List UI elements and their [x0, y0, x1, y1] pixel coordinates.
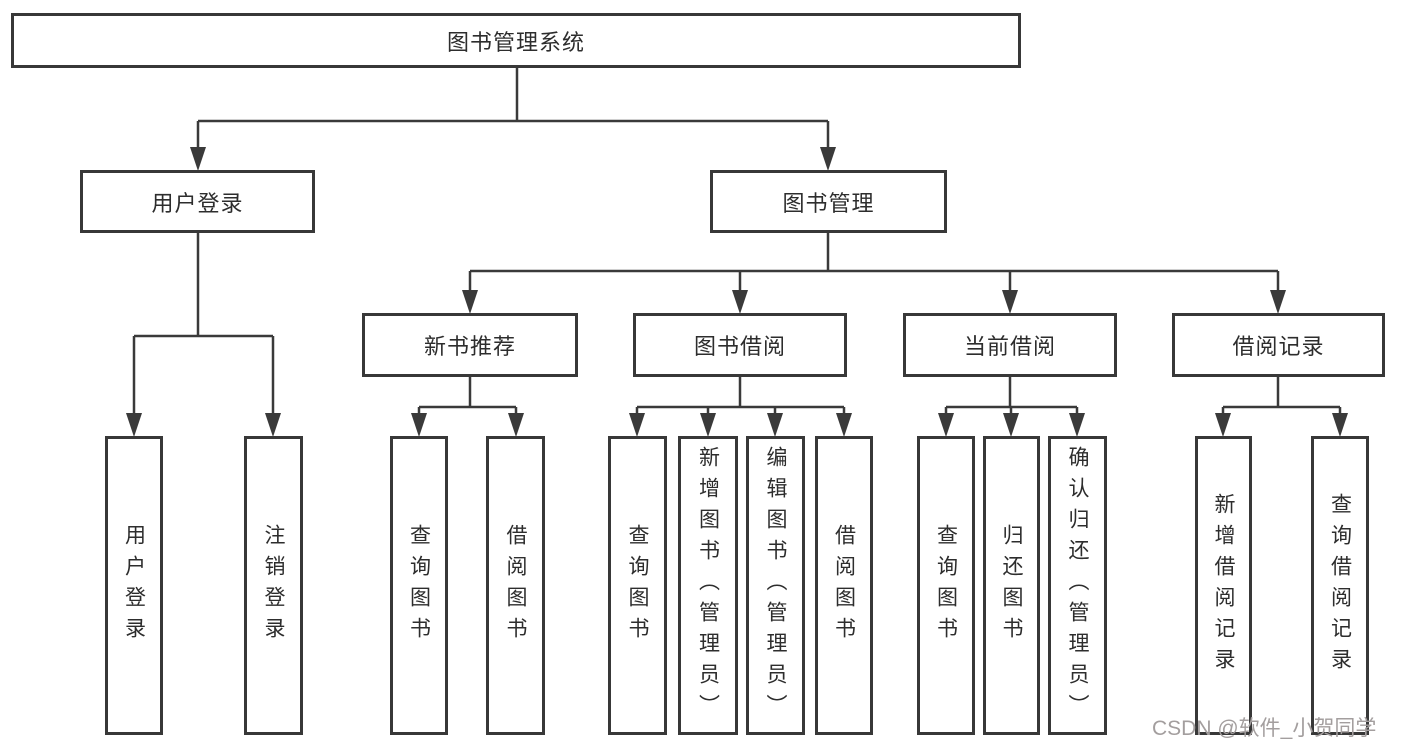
node-query-books-borrowing: 查询图书 [608, 436, 667, 735]
connector-lines [132, 68, 1342, 416]
node-query-books-current: 查询图书 [917, 436, 975, 735]
node-label: 注销登录 [262, 523, 285, 648]
node-new-book-recommendation: 新书推荐 [362, 313, 578, 377]
node-label: 借阅图书 [832, 523, 856, 648]
node-borrow-books-borrowing: 借阅图书 [815, 436, 873, 735]
node-query-books-recommend: 查询图书 [390, 436, 448, 735]
node-edit-book-admin: 编辑图书（管理员） [746, 436, 805, 735]
node-query-borrow-record: 查询借阅记录 [1311, 436, 1369, 735]
node-add-borrow-record: 新增借阅记录 [1195, 436, 1252, 735]
node-label: 编辑图书（管理员） [764, 446, 787, 725]
node-label: 查询图书 [626, 523, 649, 648]
node-book-management: 图书管理 [710, 170, 947, 233]
node-label: 新增图书（管理员） [696, 446, 720, 725]
node-label: 用户登录 [122, 523, 146, 648]
node-return-books: 归还图书 [983, 436, 1040, 735]
node-label: 图书借阅 [693, 334, 786, 359]
node-label: 查询图书 [407, 523, 431, 648]
node-library-management-system: 图书管理系统 [11, 13, 1021, 68]
node-confirm-return-admin: 确认归还（管理员） [1048, 436, 1107, 735]
node-current-borrowing: 当前借阅 [903, 313, 1117, 377]
node-label: 归还图书 [1000, 523, 1023, 648]
node-label: 借阅图书 [504, 523, 527, 648]
node-book-borrowing: 图书借阅 [633, 313, 847, 377]
watermark: CSDN @软件_小贺同学 [1152, 717, 1377, 740]
node-borrowing-records: 借阅记录 [1172, 313, 1385, 377]
node-label: 当前借阅 [963, 334, 1056, 359]
node-add-book-admin: 新增图书（管理员） [678, 436, 738, 735]
node-borrow-books-recommend: 借阅图书 [486, 436, 545, 735]
node-user-login: 用户登录 [80, 170, 315, 233]
node-label: 查询图书 [934, 523, 958, 648]
node-label: 新书推荐 [423, 334, 516, 359]
node-label: 确认归还（管理员） [1066, 446, 1089, 725]
node-label: 新增借阅记录 [1212, 492, 1235, 679]
node-user-login-action: 用户登录 [105, 436, 163, 735]
node-label: 查询借阅记录 [1328, 492, 1352, 679]
node-label: 借阅记录 [1232, 334, 1325, 359]
node-label: 图书管理系统 [446, 29, 585, 55]
node-label: 图书管理 [782, 190, 875, 216]
node-label: 用户登录 [151, 190, 244, 216]
node-logout-action: 注销登录 [244, 436, 303, 735]
